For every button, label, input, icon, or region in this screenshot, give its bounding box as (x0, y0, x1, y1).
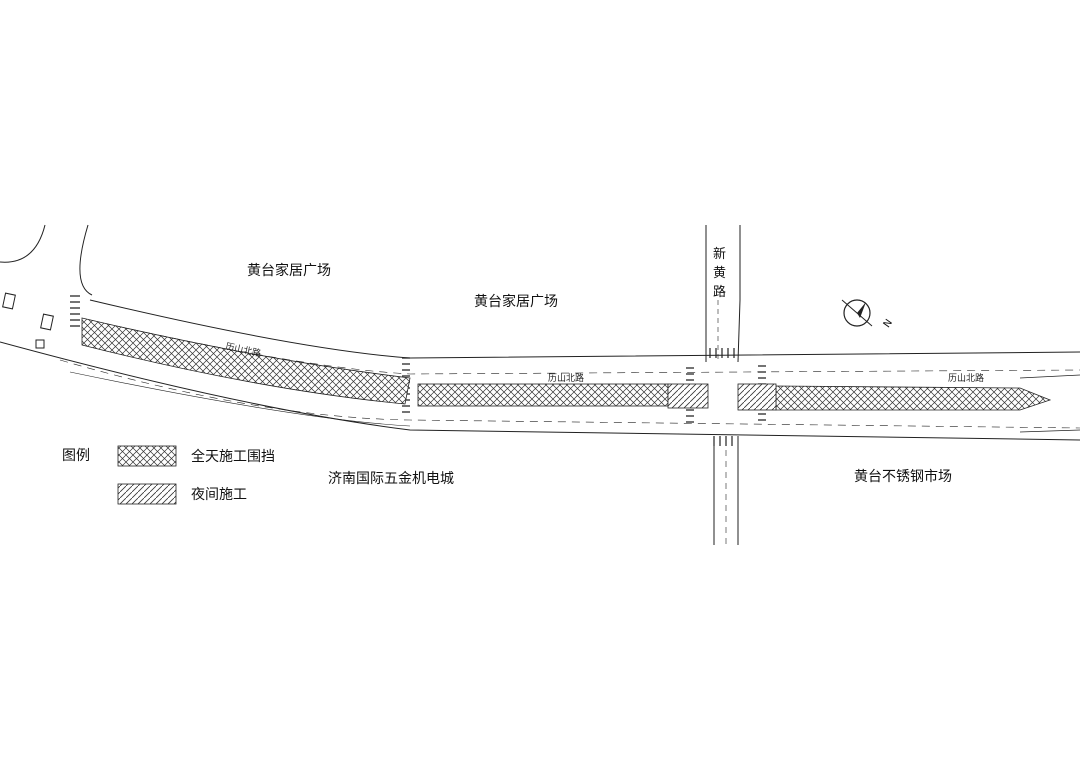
night-zone-2 (737, 383, 777, 411)
fullday-zone-west (81, 317, 411, 405)
legend-swatch-fullday (117, 445, 177, 467)
fullday-zone-center (417, 383, 669, 407)
place-label-northcenter: 黄台家居广场 (474, 293, 558, 310)
fullday-zone-east (775, 385, 1052, 411)
east-edge (1019, 374, 1080, 379)
corner-curve-2 (79, 224, 93, 296)
road-south-edge (0, 341, 1080, 441)
place-label-northwest: 黄台家居广场 (247, 262, 331, 279)
road-north-edge (89, 299, 1080, 359)
legend-label-night: 夜间施工 (191, 487, 247, 503)
road-median-south (59, 359, 1080, 429)
night-zone-1 (667, 383, 709, 409)
place-label-southeast: 黄台不锈钢市场 (854, 468, 952, 485)
legend: 图例 全天施工围挡 夜间施工 (62, 445, 275, 505)
compass-icon: N (841, 299, 895, 330)
road-label-2: 历山北路 (548, 372, 584, 384)
corner-mark-3 (35, 339, 45, 349)
legend-title: 图例 (62, 448, 90, 464)
corner-mark-1 (2, 292, 16, 310)
corner-mark-2 (40, 313, 54, 331)
construction-areas (81, 317, 1052, 411)
legend-label-fullday: 全天施工围挡 (191, 448, 275, 465)
labels: 黄台家居广场 黄台家居广场 济南国际五金机电城 黄台不锈钢市场 历山北路 历山北… (224, 246, 984, 487)
east-edge-2 (1019, 429, 1080, 433)
road-label-3: 历山北路 (948, 372, 984, 384)
place-label-southcenter: 济南国际五金机电城 (328, 471, 454, 487)
compass-letter: N (882, 318, 895, 330)
crosswalks (70, 295, 766, 446)
cross-road-east-north (737, 225, 741, 363)
corner-curve (0, 224, 46, 263)
road-inner-line (69, 371, 411, 427)
cross-road-label: 新 黄 路 (713, 246, 730, 300)
legend-swatch-night (117, 483, 177, 505)
